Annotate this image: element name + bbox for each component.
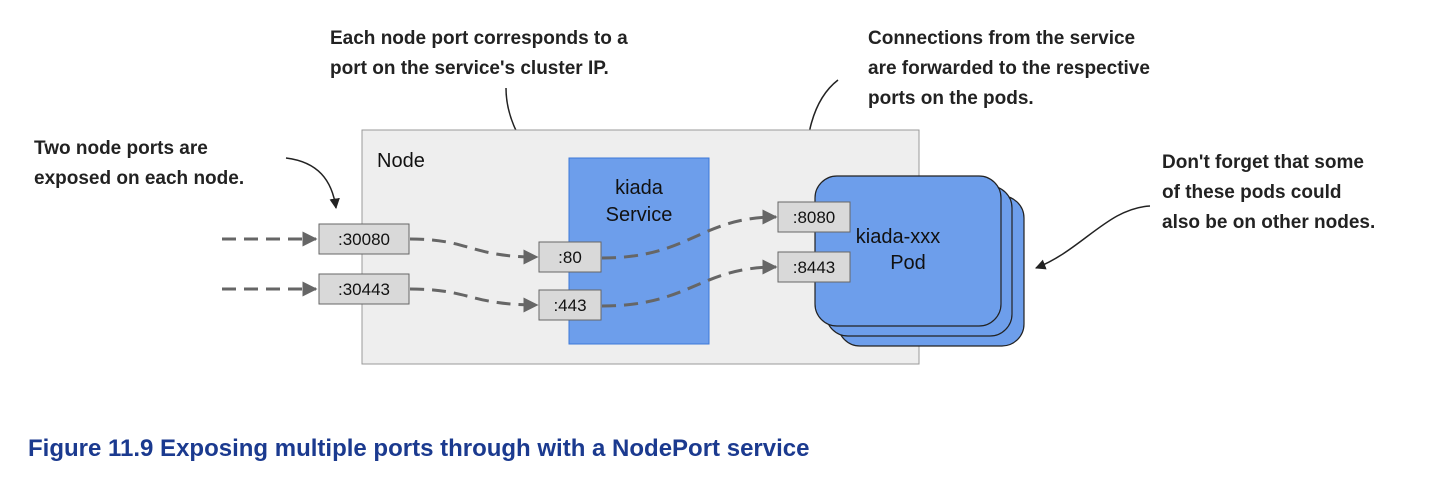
annotation-node-ports: Two node ports are exposed on each node.	[34, 138, 244, 189]
annotation-forwarding-line3: ports on the pods.	[868, 88, 1034, 109]
service-label-line2: Service	[606, 204, 673, 226]
node-port-30443: :30443	[318, 273, 410, 305]
annotation-forwarding-line2: are forwarded to the respective	[868, 58, 1150, 79]
annotation-other-nodes-line2: of these pods could	[1162, 182, 1341, 203]
service-port-443-label: :443	[553, 296, 586, 315]
annotation-cluster-ip-line1: Each node port corresponds to a	[330, 28, 628, 49]
annotation-other-nodes: Don't forget that some of these pods cou…	[1162, 152, 1375, 233]
pod-port-8443: :8443	[777, 251, 851, 283]
pod-box	[814, 175, 1002, 327]
annotation-cluster-ip: Each node port corresponds to a port on …	[330, 28, 628, 79]
node-port-30080: :30080	[318, 223, 410, 255]
service-port-80-label: :80	[558, 248, 582, 267]
pod-label-line2: Pod	[890, 252, 926, 274]
service-port-443: :443	[538, 289, 602, 321]
pod-port-8443-label: :8443	[793, 258, 836, 277]
node-port-30443-label: :30443	[338, 280, 390, 299]
callout-arrow-node-ports	[285, 157, 340, 210]
annotation-node-ports-line2: exposed on each node.	[34, 168, 244, 189]
annotation-node-ports-line1: Two node ports are	[34, 138, 208, 159]
connector-service-2	[601, 259, 778, 308]
annotation-other-nodes-line3: also be on other nodes.	[1162, 212, 1375, 233]
annotation-forwarding: Connections from the service are forward…	[868, 28, 1150, 109]
figure-caption: Figure 11.9 Exposing multiple ports thro…	[28, 435, 809, 462]
annotation-cluster-ip-line2: port on the service's cluster IP.	[330, 58, 609, 79]
annotation-other-nodes-line1: Don't forget that some	[1162, 152, 1364, 173]
pod-port-8080-label: :8080	[793, 208, 836, 227]
pod-label-line1: kiada-xxx	[856, 226, 940, 248]
annotation-forwarding-line1: Connections from the service	[868, 28, 1135, 49]
service-port-80: :80	[538, 241, 602, 273]
node-port-30080-label: :30080	[338, 230, 390, 249]
node-label: Node	[377, 150, 425, 172]
pod-port-8080: :8080	[777, 201, 851, 233]
service-label-line1: kiada	[615, 177, 664, 199]
connector-service-1	[601, 209, 778, 260]
callout-arrow-other-nodes	[1035, 205, 1151, 270]
